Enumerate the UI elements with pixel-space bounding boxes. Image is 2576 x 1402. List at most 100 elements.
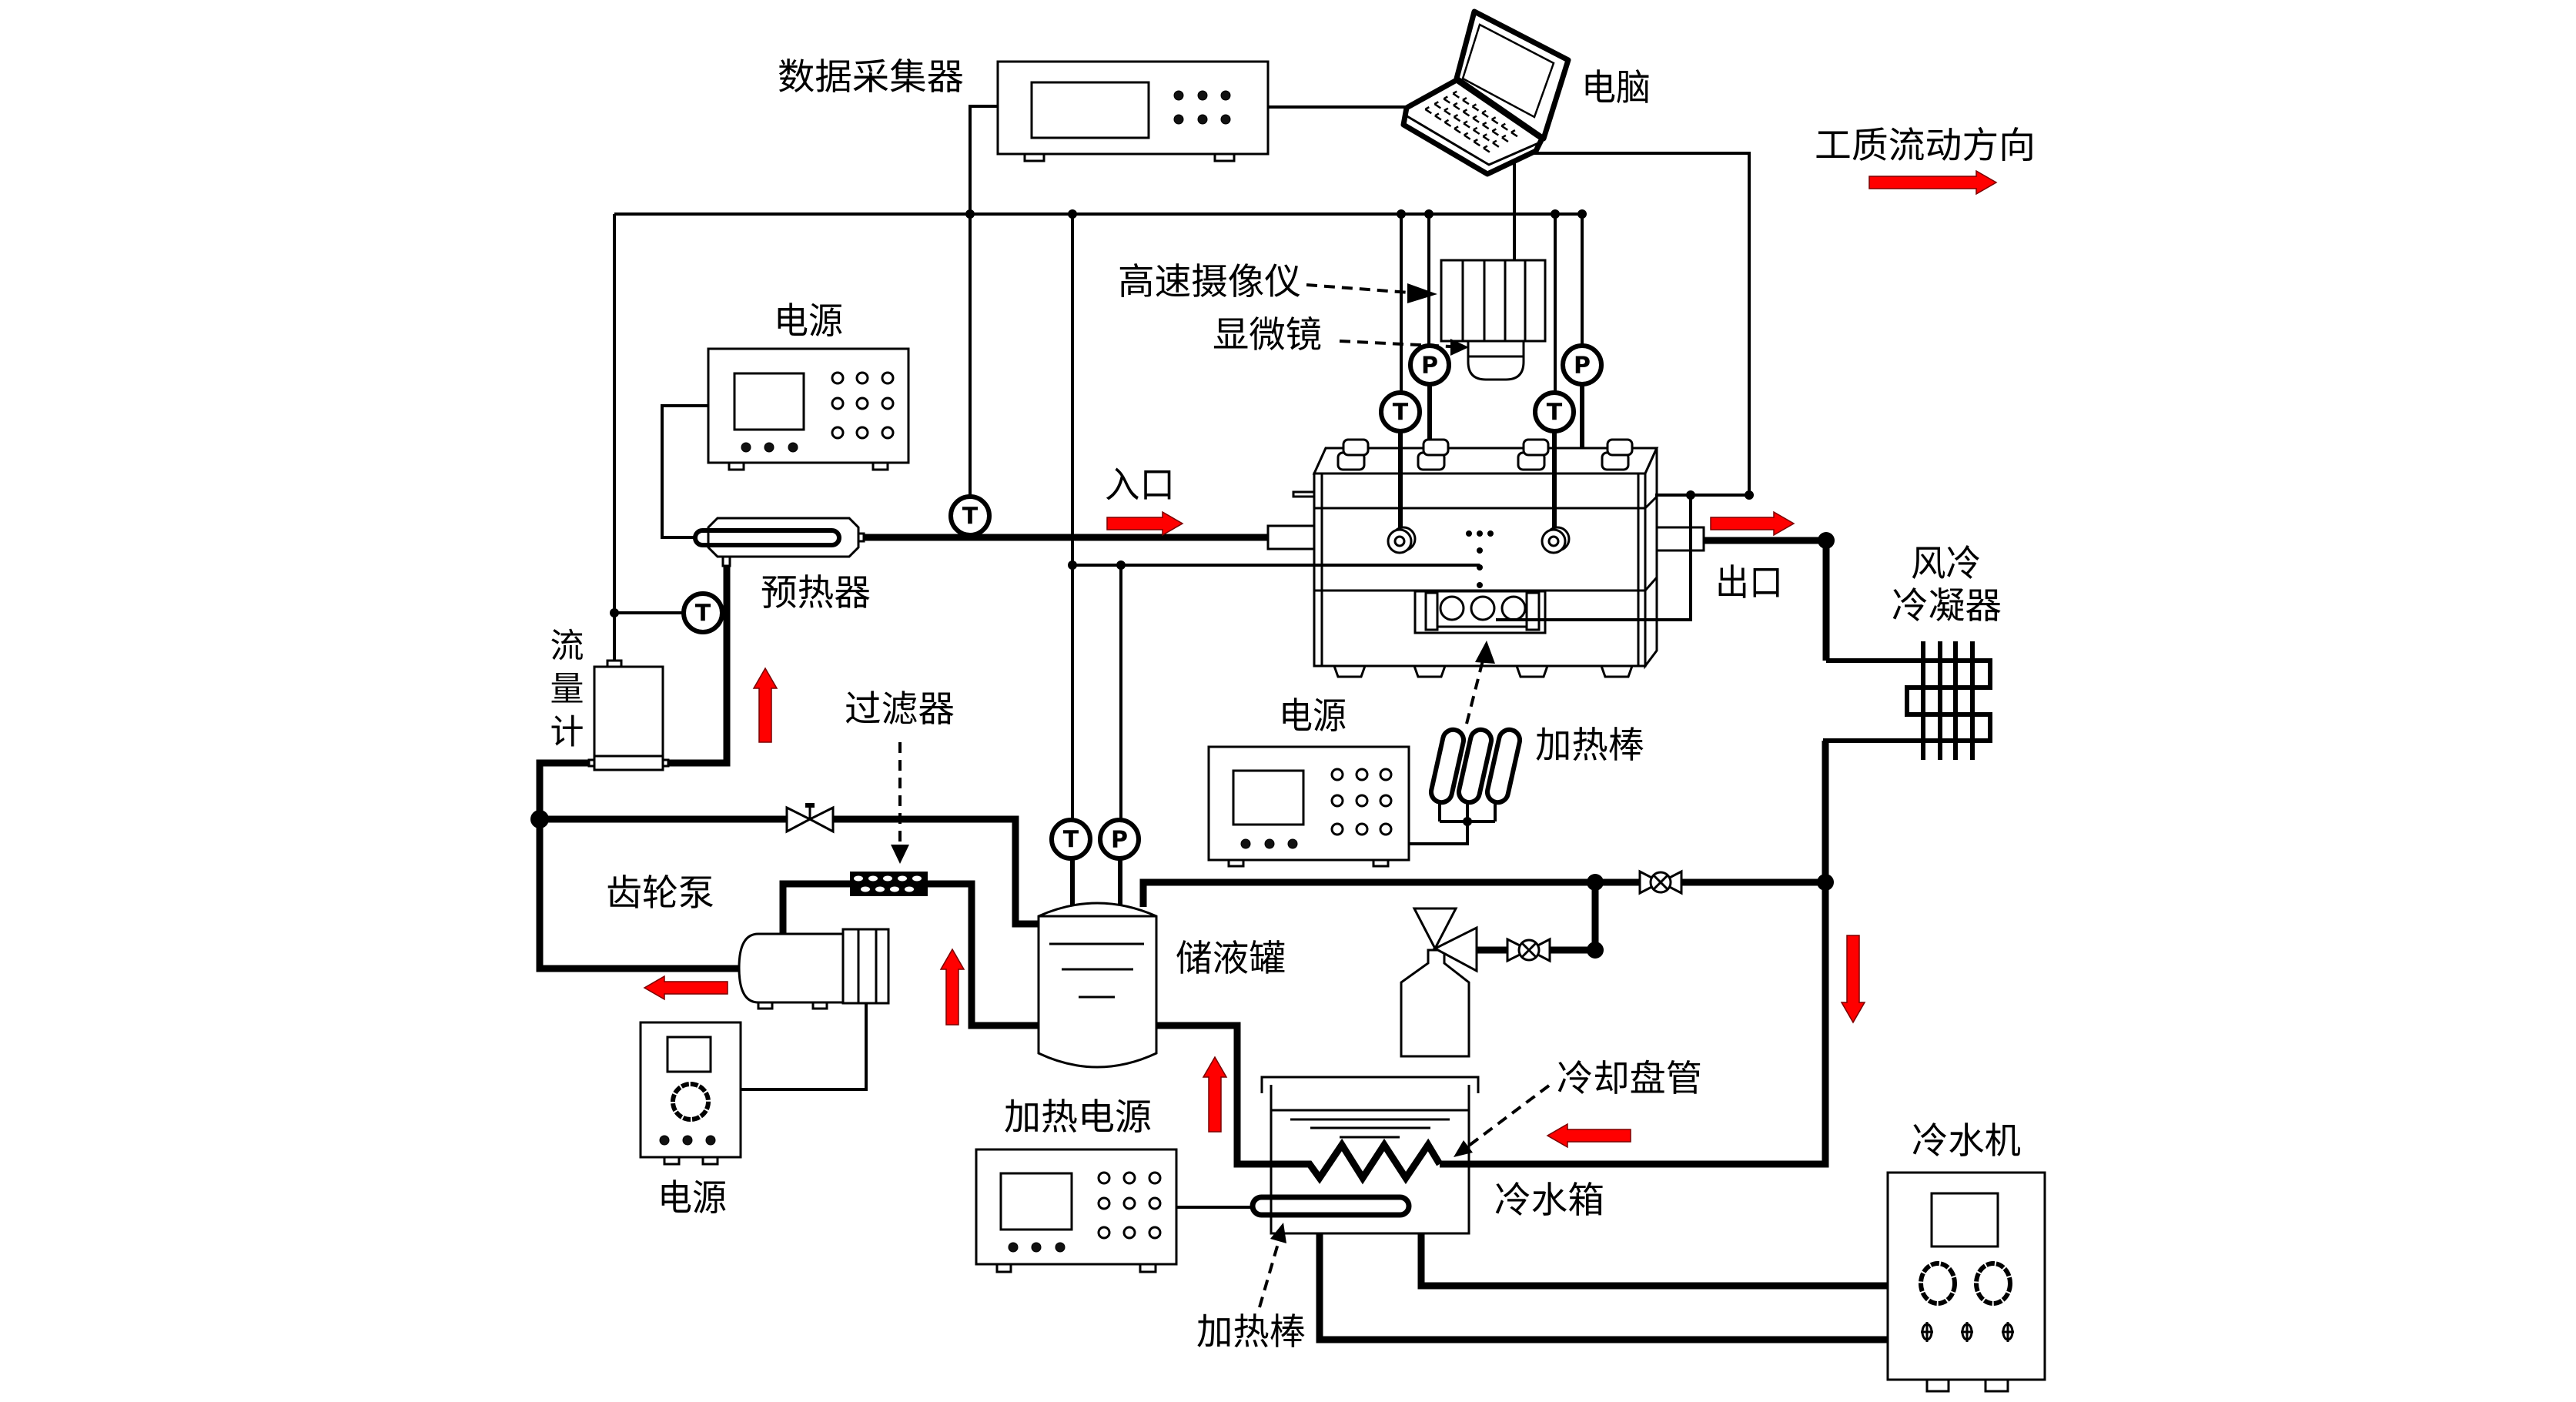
daq-foot [1023,152,1045,162]
microscope [1467,340,1525,381]
power-supply-screen [733,372,805,431]
pipe-flowmeter-to-preheater [668,566,731,767]
label-filter: 过滤器 [845,690,955,730]
test-section-edge [1644,577,1658,591]
laptop-key [1444,119,1452,128]
pump-foot [757,1001,774,1010]
cylinder-valve-top [1412,907,1458,952]
signal-wires [610,105,1754,1209]
cooling-coil-pointer-arrowhead-icon [1454,1140,1473,1157]
flowmeter-port [587,758,596,768]
measurement-point [1477,564,1483,571]
pump-foot [811,1001,828,1010]
power-supply-button [741,442,751,453]
bottom-nut [1332,664,1367,678]
daq-button [1173,90,1184,101]
power-supply-knob [1122,1226,1136,1240]
flowmeter-port [661,758,670,768]
laptop-key [1481,109,1489,119]
gauge-dial [1379,390,1422,433]
label-inlet: 入口 [1105,466,1175,506]
power-supply-knob [831,397,845,410]
reservoir-return-flow-arrow-icon [1202,1056,1228,1133]
pipe-chiller-return [1316,1233,1888,1343]
pipe-chiller-supply [1417,1233,1888,1290]
test-section-left-rod [1292,490,1316,498]
laptop-key [1473,126,1480,136]
power-supply-foot [1139,1263,1157,1273]
power-supply-knob [1379,794,1393,808]
valve-cross [1652,874,1669,891]
wire-junction [1745,490,1754,500]
reservoir-tank [1037,902,1158,1069]
gauge-dial [1098,818,1141,861]
laptop-key [1472,115,1480,123]
filter-mesh [890,886,899,892]
laptop-screen [1461,23,1555,119]
laptop-key [1462,109,1470,117]
wire-junction [1463,817,1472,826]
power-supply-button [1031,1242,1042,1253]
bottom-nut [1599,664,1634,678]
power-supply-foot [663,1156,681,1166]
camera-body [1440,259,1547,343]
heater-hole [1439,595,1465,621]
microscope-lens [1467,340,1525,381]
flowmeter [587,659,670,771]
label-gear-pump: 齿轮泵 [606,874,714,914]
laptop-key [1482,133,1490,142]
power-supply-button [1287,838,1298,849]
callout-pointers [891,283,1551,1308]
laptop-key [1453,114,1461,122]
power-supply-button [1264,838,1275,849]
power-supply-button [659,1135,670,1146]
label-outlet: 出口 [1715,564,1783,604]
filter-mesh [861,886,870,892]
preheater [693,517,865,567]
pump-motor [841,928,890,1005]
valve-body-left [785,805,813,834]
chiller-indicator [1921,1322,1933,1342]
laptop-key [1452,90,1460,99]
power-supply-knob [881,397,895,410]
gauge-dial [1561,343,1604,386]
power-supply-button [682,1135,693,1146]
knob-cap [1422,438,1450,457]
gauge-dial [1049,818,1092,861]
laptop-key [1434,112,1442,121]
fluid-pipes [530,532,1888,1343]
gauge-symbol: P [1421,353,1438,380]
chiller-screen [1930,1192,1999,1248]
chiller-foot [1984,1378,2009,1393]
wire-junction [610,608,619,617]
preheater-heating-element [693,528,841,547]
power-supply-knob [855,371,869,385]
wire-junction [965,209,975,219]
valve-handle [805,803,815,808]
laptop-key [1424,106,1432,115]
laptop-key [1482,122,1490,130]
preheater-inlet-temperature-gauge: T [681,591,724,634]
laptop-key [1501,134,1509,143]
power-supply-foot [871,461,889,471]
laptop-key [1492,139,1500,148]
daq-button [1220,90,1231,101]
laptop-key [1483,145,1490,153]
pump-flow-arrow-icon [643,975,728,1001]
measurement-point [1477,582,1483,588]
flowmeter-base [593,755,664,771]
power-supply-screen [999,1172,1073,1231]
chiller-dial [1974,1261,2012,1306]
label-heating-power-supply: 加热电源 [1004,1098,1152,1138]
chiller-foot [1925,1378,1950,1393]
label-high-speed-camera: 高速摄像仪 [1118,263,1301,303]
test-section-ports [1387,526,1571,588]
test-section-knob [1337,438,1370,471]
daq-button [1197,114,1208,125]
power-supply-button [1240,838,1251,849]
filter-mesh [912,875,922,882]
gauge-symbol: P [1111,827,1128,854]
camera-pointer-arrowhead-icon [1407,283,1437,303]
pipe-reservoir-to-filter [928,880,1041,1029]
